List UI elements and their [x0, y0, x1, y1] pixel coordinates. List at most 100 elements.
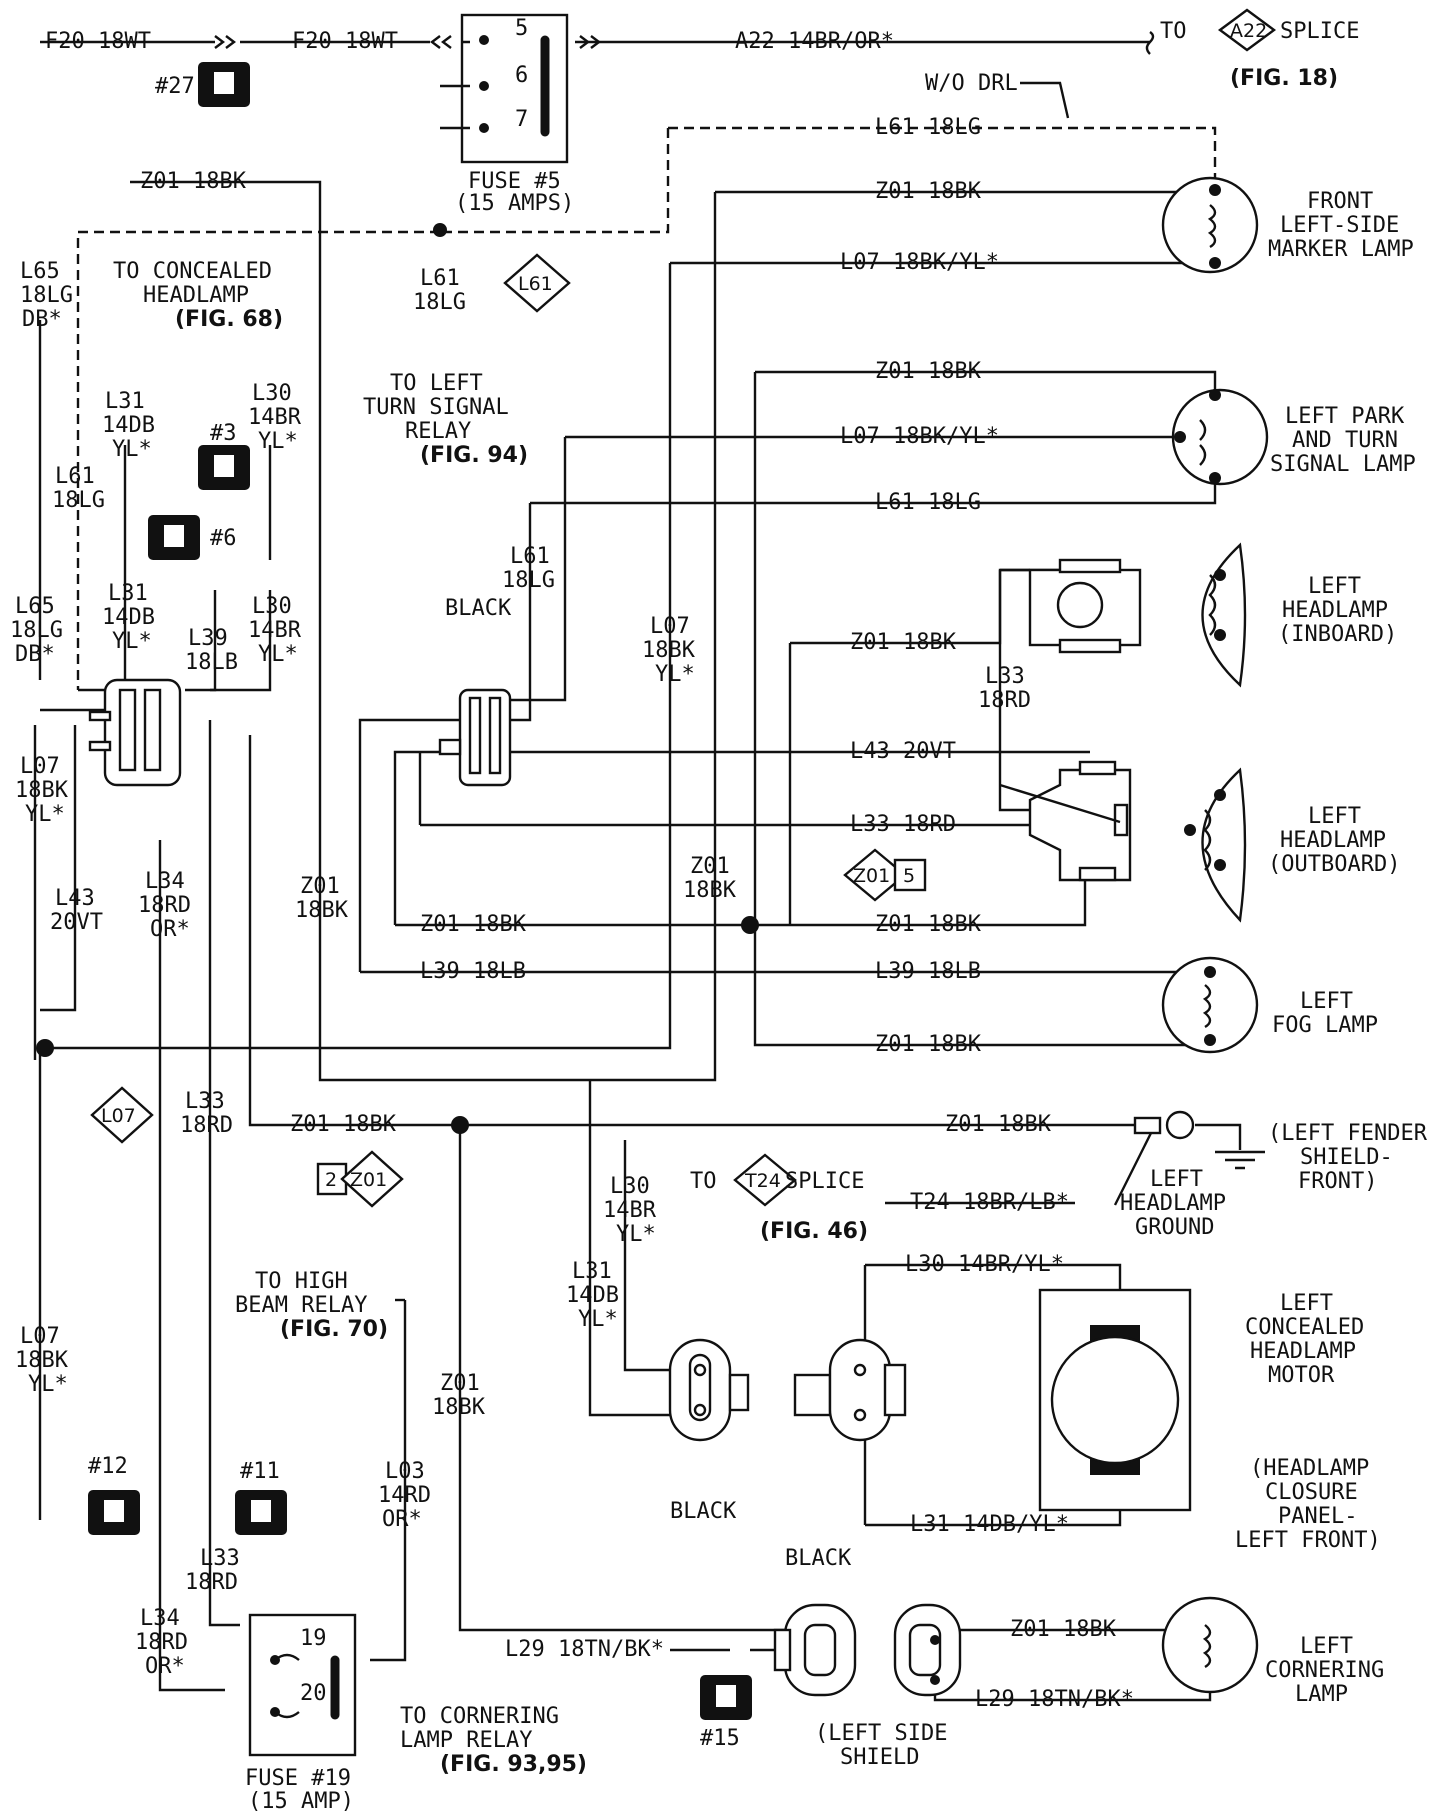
svg-text:L30: L30 [252, 594, 292, 619]
svg-text:18LG: 18LG [52, 488, 105, 513]
tag-c27: #27 [155, 74, 195, 99]
connector-11-icon [235, 1490, 287, 1535]
fuse-19: 19 20 FUSE #19 (15 AMP) [245, 1613, 357, 1814]
svg-text:L34: L34 [145, 869, 185, 894]
svg-text:14RD: 14RD [378, 1483, 431, 1508]
label-l07-c: L07 18BK YL* [15, 1324, 69, 1397]
label-l43-a: L43 20VT [50, 886, 103, 935]
svg-text:SHIELD: SHIELD [840, 1745, 919, 1770]
connector-tags: #27 #3 #6 #12 #11 #15 [88, 74, 740, 1751]
headlamp-ground [1133, 1110, 1265, 1170]
ref-high-beam: TO HIGH BEAM RELAY (FIG. 70) [235, 1269, 388, 1342]
svg-text:A22: A22 [1230, 20, 1267, 42]
svg-text:RELAY: RELAY [405, 419, 471, 444]
svg-text:FOG LAMP: FOG LAMP [1272, 1013, 1378, 1038]
svg-text:L07: L07 [650, 614, 690, 639]
label-l65-a: L65 18LG DB* [20, 259, 73, 332]
svg-text:18BK: 18BK [642, 638, 696, 663]
splice-l07 [36, 1039, 54, 1057]
label-l31-c: L31 14DB YL* [566, 1259, 619, 1332]
wire-l30-motor: L30 14BR/YL* [905, 1252, 1064, 1277]
wire-f20-mid: F20 18WT [292, 29, 398, 54]
wire-l31-motor: L31 14DB/YL* [910, 1512, 1069, 1537]
label-l03-a: L03 14RD OR* [378, 1459, 431, 1532]
l07-badge: L07 [90, 1086, 154, 1144]
motor-connector-male [793, 1338, 907, 1442]
svg-text:LAMP: LAMP [1295, 1682, 1348, 1707]
wire-z01-corner: Z01 18BK [1010, 1617, 1117, 1642]
svg-text:L39: L39 [188, 626, 228, 651]
fuse5-label: FUSE #5 [468, 169, 561, 194]
svg-text:(INBOARD): (INBOARD) [1278, 622, 1397, 647]
svg-text:TO HIGH: TO HIGH [255, 1269, 348, 1294]
fuse-5: 5 6 7 FUSE #5 (15 AMPS) [455, 13, 574, 216]
svg-text:BEAM RELAY: BEAM RELAY [235, 1293, 367, 1318]
label-l30-c: L30 14BR YL* [603, 1174, 657, 1247]
svg-text:LEFT: LEFT [1150, 1167, 1203, 1192]
svg-text:(FIG. 46): (FIG. 46) [760, 1219, 868, 1244]
label-l30-b: L30 14BR YL* [248, 594, 302, 667]
splice-z01-5 [741, 916, 759, 934]
headlamp-outboard [999, 760, 1247, 923]
svg-text:HEADLAMP: HEADLAMP [143, 283, 249, 308]
a22-badge: A22 [1217, 8, 1277, 52]
label-l31-a: L31 14DB YL* [102, 389, 155, 462]
svg-text:18RD: 18RD [180, 1113, 233, 1138]
svg-text:18RD: 18RD [138, 893, 191, 918]
label-left-side-shield: (LEFT SIDE SHIELD [815, 1721, 947, 1770]
svg-text:L61: L61 [510, 544, 550, 569]
park-lamp [1171, 388, 1269, 486]
label-l33-c: L33 18RD [185, 1546, 240, 1595]
wire-l61-top: L61 18LG [875, 115, 981, 140]
tag-c12: #12 [88, 1454, 128, 1479]
svg-text:YL*: YL* [258, 429, 298, 454]
wire-l33-right: L33 18RD [850, 812, 956, 837]
wire-l07-marker: L07 18BK/YL* [840, 250, 999, 275]
wire-l61-park: L61 18LG [875, 490, 981, 515]
svg-text:Z01: Z01 [690, 854, 730, 879]
wire-z01-mid-left: Z01 18BK [420, 912, 527, 937]
svg-text:L61: L61 [518, 273, 553, 295]
wire-l39-right: L39 18LB [875, 959, 981, 984]
wire-a22: A22 14BR/OR* [735, 29, 894, 54]
reference-labels: TO SPLICE (FIG. 18) W/O DRL TO LEFT TURN… [113, 19, 1359, 1777]
ref-to-a22: TO [1160, 19, 1187, 44]
label-l61-a: L61 18LG [52, 464, 105, 513]
svg-text:CORNERING: CORNERING [1265, 1658, 1384, 1683]
svg-text:L07: L07 [20, 1324, 60, 1349]
svg-text:L61: L61 [55, 464, 95, 489]
svg-text:SPLICE: SPLICE [785, 1169, 864, 1194]
fuse19-amps: (15 AMP) [248, 1789, 354, 1814]
splice-z01-2 [451, 1116, 469, 1134]
ref-black-1: BLACK [445, 596, 512, 621]
svg-text:LEFT: LEFT [1300, 1634, 1353, 1659]
wire-z01-park: Z01 18BK [875, 359, 982, 384]
label-z01-c: Z01 18BK [432, 1371, 486, 1420]
svg-text:FRONT): FRONT) [1298, 1169, 1377, 1194]
left-main-connector [88, 678, 182, 787]
svg-text:L31: L31 [105, 389, 145, 414]
z01-5-badge: Z01 5 [843, 848, 927, 902]
connector-12-icon [88, 1490, 140, 1535]
motor-connector-female [668, 1338, 750, 1442]
svg-text:PANEL-: PANEL- [1278, 1504, 1357, 1529]
svg-text:18LG: 18LG [10, 618, 63, 643]
svg-text:(FIG. 68): (FIG. 68) [175, 307, 283, 332]
label-l34-a: L34 18RD OR* [138, 869, 191, 942]
svg-text:(FIG. 70): (FIG. 70) [280, 1317, 388, 1342]
svg-text:Z01: Z01 [300, 874, 340, 899]
center-connector [438, 688, 512, 787]
svg-text:TO LEFT: TO LEFT [390, 371, 483, 396]
label-headlamp-inboard: LEFT HEADLAMP (INBOARD) [1278, 574, 1397, 647]
svg-text:OR*: OR* [150, 917, 190, 942]
svg-text:14BR: 14BR [248, 405, 302, 430]
marker-lamp [1161, 176, 1259, 274]
svg-text:14DB: 14DB [102, 605, 155, 630]
splice-l61 [433, 223, 447, 237]
label-z01-b: Z01 18BK [683, 854, 737, 903]
fuse5-pin7: 7 [515, 107, 528, 132]
svg-text:TURN SIGNAL: TURN SIGNAL [363, 395, 509, 420]
svg-text:CLOSURE: CLOSURE [1265, 1480, 1358, 1505]
wire-l43-right: L43 20VT [850, 739, 956, 764]
